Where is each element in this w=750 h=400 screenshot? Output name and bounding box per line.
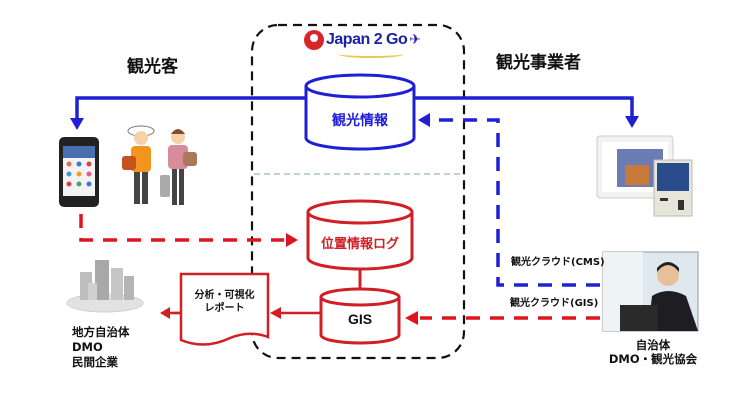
businesses-header: 観光事業者	[496, 53, 581, 73]
smartphone-image	[59, 137, 99, 207]
arrowhead-report	[270, 307, 281, 319]
cloud-boundary-frame	[250, 23, 466, 360]
tourists-illustration	[122, 125, 197, 205]
report-document	[179, 272, 270, 346]
tablet-kiosk-image	[596, 135, 693, 217]
arrowhead-cms	[418, 113, 430, 127]
municipality-staff-photo	[602, 251, 699, 332]
gis-label: GIS	[347, 311, 373, 327]
logo-mark-icon	[304, 30, 324, 50]
location-log-label: 位置情報ログ	[320, 237, 399, 252]
gis-cloud-label: 観光クラウド(GIS)	[510, 298, 599, 309]
city-model-image	[66, 260, 144, 313]
gis-database	[319, 287, 401, 345]
tourism-info-database	[304, 73, 416, 151]
stakeholders-right-label: 自治体 DMO・観光協会	[608, 338, 698, 366]
stakeholders-left-line2: DMO	[72, 340, 103, 354]
stakeholders-right-line2: DMO・観光協会	[608, 352, 698, 366]
arrowhead-tourist	[70, 118, 84, 130]
stakeholders-right-line1: 自治体	[635, 338, 671, 352]
logo-swoosh	[338, 50, 404, 58]
arrowhead-location-log	[286, 233, 298, 247]
japan2go-logo: Japan 2 Go ✈	[304, 30, 421, 50]
arrowhead-gis	[405, 311, 418, 325]
location-log-database	[306, 199, 414, 271]
location-data-dashed-line	[79, 214, 284, 242]
cms-cloud-label: 観光クラウド(CMS)	[511, 257, 605, 268]
arrowhead-stakeholders	[160, 307, 170, 319]
cms-cloud-dashed-line	[432, 118, 600, 287]
tourists-header: 観光客	[127, 57, 178, 77]
arrowhead-business	[625, 116, 639, 128]
report-label: 分析・可視化 レポート	[181, 289, 268, 315]
stakeholders-left-line1: 地方自治体	[72, 325, 130, 339]
report-label-line1: 分析・可視化	[194, 290, 255, 301]
report-label-line2: レポート	[204, 303, 245, 314]
plane-icon: ✈	[409, 32, 421, 48]
tourism-info-to-tourist-arrow	[75, 96, 305, 120]
tourism-info-label: 観光情報	[332, 113, 388, 129]
logo-text: Japan 2 Go	[326, 31, 408, 48]
tourism-info-to-business-arrow	[414, 96, 634, 118]
stakeholders-left-line3: 民間企業	[72, 355, 118, 369]
stakeholders-left-label: 地方自治体 DMO 民間企業	[72, 325, 130, 370]
